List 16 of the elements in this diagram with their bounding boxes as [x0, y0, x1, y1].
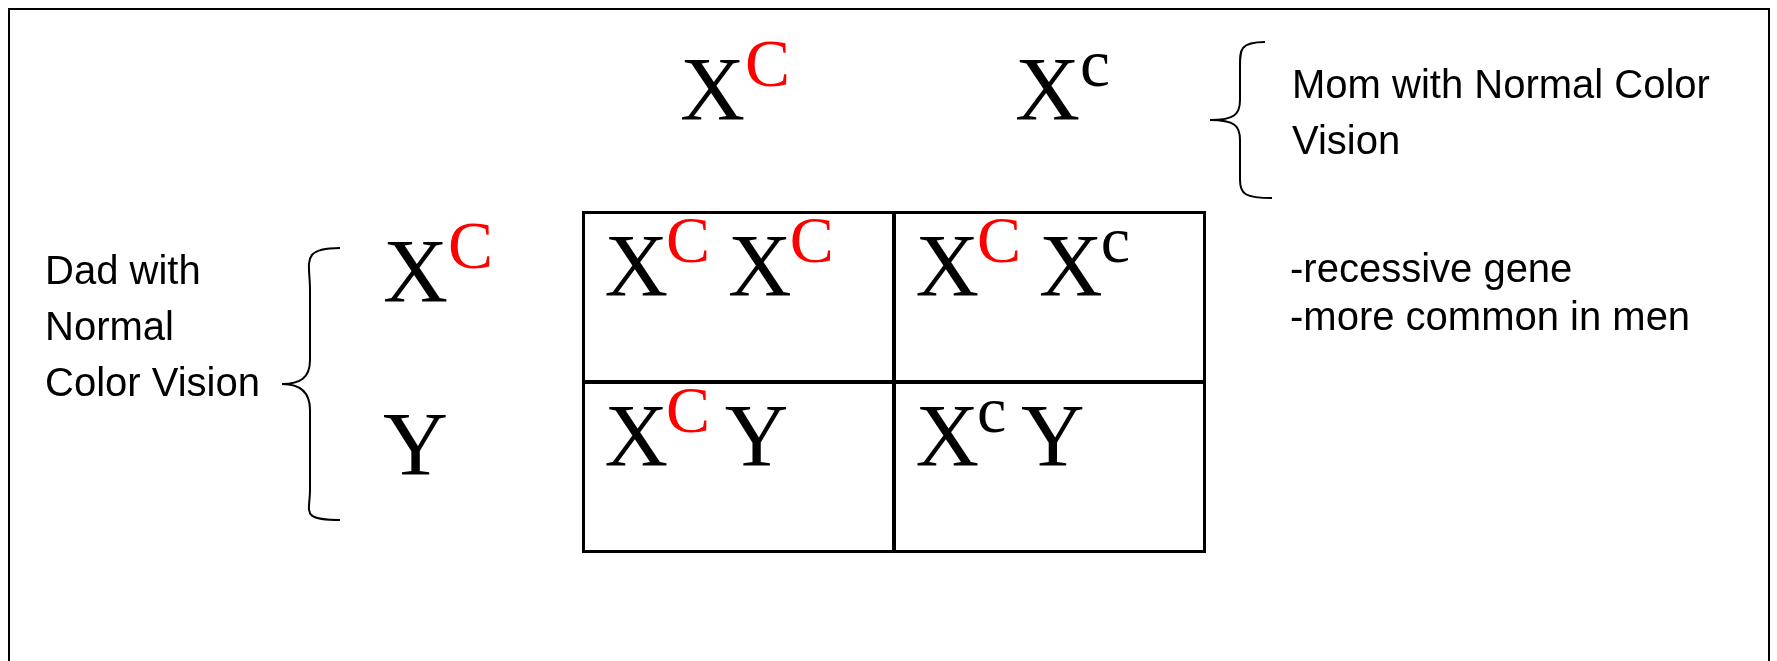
punnett-cell: [581, 380, 895, 553]
punnett-cell: [581, 210, 895, 383]
allele-label: X$^{C}$: [680, 40, 791, 139]
genotype-text: X$^{C}$ X$^{C}$: [604, 217, 833, 315]
parent-label: Mom with Normal Color Vision: [1292, 61, 1711, 164]
allele-label: Y: [383, 395, 448, 494]
genotype-text: X$^{C}$ X$^{c}$: [915, 217, 1129, 315]
note-text: -recessive gene: [1290, 245, 1573, 292]
genotype-text: X$^{C}$ Y: [604, 387, 788, 485]
punnett-cell: [892, 210, 1206, 383]
note-text: -more common in men: [1290, 293, 1691, 340]
punnett-cell: [892, 380, 1206, 553]
allele-label: X$^{c}$: [1015, 40, 1110, 139]
allele-label: X$^{C}$: [383, 222, 494, 321]
parent-label: Dad with Normal Color Vision: [45, 247, 261, 406]
genotype-text: X$^{c}$ Y: [915, 387, 1084, 485]
